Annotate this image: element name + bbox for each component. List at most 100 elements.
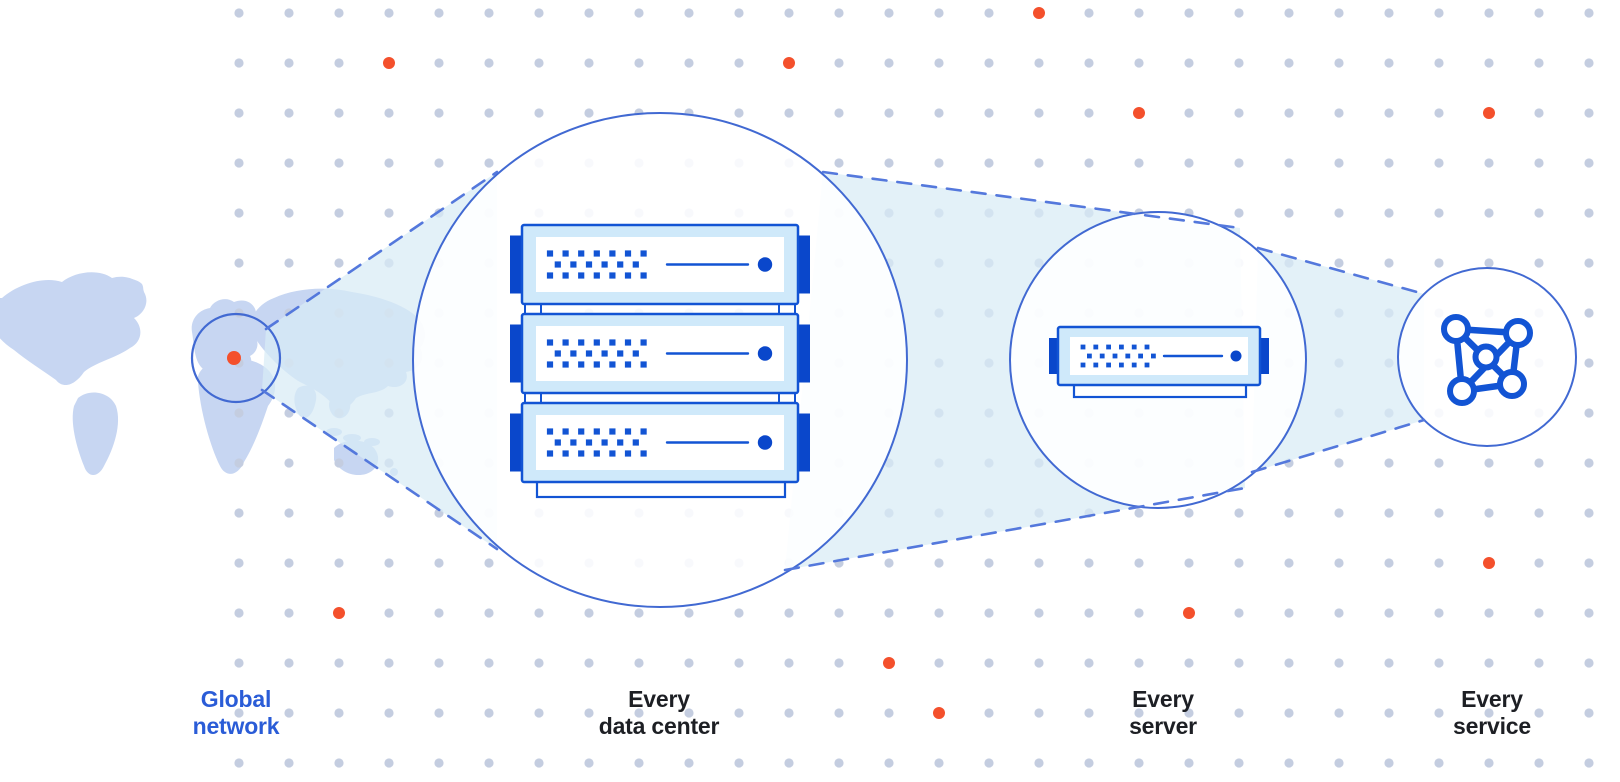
grid-dot (1384, 558, 1394, 568)
grid-dot (984, 658, 994, 668)
led-square (624, 272, 632, 279)
network-mesh-icon (1441, 314, 1533, 406)
grid-dot (1384, 658, 1394, 668)
grid-dot (1584, 108, 1594, 118)
grid-dot (1284, 108, 1294, 118)
grid-dot (1084, 108, 1094, 118)
grid-dot (684, 58, 694, 68)
beam-dashed-lines (260, 170, 1426, 572)
orange-dot (883, 657, 895, 669)
grid-dot (784, 8, 794, 18)
grid-dot (484, 608, 494, 618)
led-square (1119, 362, 1124, 368)
grid-dot (234, 258, 244, 268)
grid-dot (734, 8, 744, 18)
grid-dot (334, 558, 344, 568)
grid-dot (1234, 208, 1244, 218)
led-square (554, 439, 561, 446)
led-square (546, 250, 554, 257)
grid-dot (384, 108, 394, 118)
grid-dot (1484, 608, 1494, 618)
grid-dot (1184, 108, 1194, 118)
grid-dot (1234, 758, 1244, 768)
grid-dot (234, 708, 244, 718)
grid-dot (934, 158, 944, 168)
grid-dot (734, 58, 744, 68)
grid-dot (1134, 558, 1144, 568)
grid-dot (834, 108, 844, 118)
grid-dot (1134, 508, 1144, 518)
grid-dot (584, 58, 594, 68)
grid-dot (284, 208, 294, 218)
led-square (632, 261, 639, 268)
grid-dot (734, 608, 744, 618)
grid-dot (934, 608, 944, 618)
grid-dot (484, 108, 494, 118)
rack-unit-1 (510, 223, 810, 306)
led-square (570, 350, 577, 357)
server-icon (1049, 325, 1269, 399)
grid-dot (584, 708, 594, 718)
grid-dot (1384, 458, 1394, 468)
server-power-dot (757, 346, 773, 361)
grid-dot (434, 158, 444, 168)
grid-dot (684, 708, 694, 718)
grid-dot (1084, 558, 1094, 568)
grid-dot (484, 708, 494, 718)
grid-dot (1584, 558, 1594, 568)
grid-dot (1584, 358, 1594, 368)
label-every-server-line1: Every (1132, 686, 1194, 712)
grid-dot (1434, 708, 1444, 718)
led-square (632, 350, 639, 357)
grid-dot (1334, 458, 1344, 468)
grid-dot (1484, 8, 1494, 18)
grid-dot (834, 158, 844, 168)
led-square (578, 450, 585, 457)
led-square (585, 439, 593, 446)
grid-dot (1584, 708, 1594, 718)
grid-dot (1434, 8, 1444, 18)
grid-dot (1184, 558, 1194, 568)
orange-dot (1483, 557, 1495, 569)
grid-dot (1284, 558, 1294, 568)
label-global-network-line1: Global (200, 686, 272, 712)
grid-dot (1484, 58, 1494, 68)
led-square (546, 272, 554, 279)
grid-dot (1234, 58, 1244, 68)
led-square (1099, 353, 1105, 359)
grid-dot (434, 558, 444, 568)
grid-dot (1334, 558, 1344, 568)
grid-dot (834, 658, 844, 668)
grid-dot (434, 758, 444, 768)
orange-dot (1033, 7, 1045, 19)
grid-dot (1284, 608, 1294, 618)
grid-dot (234, 158, 244, 168)
led-square (546, 450, 554, 457)
grid-dot (334, 208, 344, 218)
grid-dot (634, 58, 644, 68)
grid-dot (1334, 8, 1344, 18)
led-square (624, 250, 632, 257)
grid-dot (1534, 758, 1544, 768)
orange-dot (783, 57, 795, 69)
grid-dot (234, 458, 244, 468)
grid-dot (1234, 708, 1244, 718)
grid-dot (984, 108, 994, 118)
led-square (578, 339, 585, 346)
grid-dot (1384, 58, 1394, 68)
grid-dot (1234, 608, 1244, 618)
grid-dot (1234, 508, 1244, 518)
led-square (640, 361, 647, 368)
grid-dot (1134, 708, 1144, 718)
grid-dot (1434, 608, 1444, 618)
grid-dot (384, 708, 394, 718)
grid-dot (1034, 558, 1044, 568)
grid-dot (334, 708, 344, 718)
grid-dot (1434, 558, 1444, 568)
grid-dot (1284, 658, 1294, 668)
grid-dot (1384, 508, 1394, 518)
grid-dot (1384, 708, 1394, 718)
grid-dot (1284, 58, 1294, 68)
grid-dot (284, 258, 294, 268)
grid-dot (1434, 158, 1444, 168)
